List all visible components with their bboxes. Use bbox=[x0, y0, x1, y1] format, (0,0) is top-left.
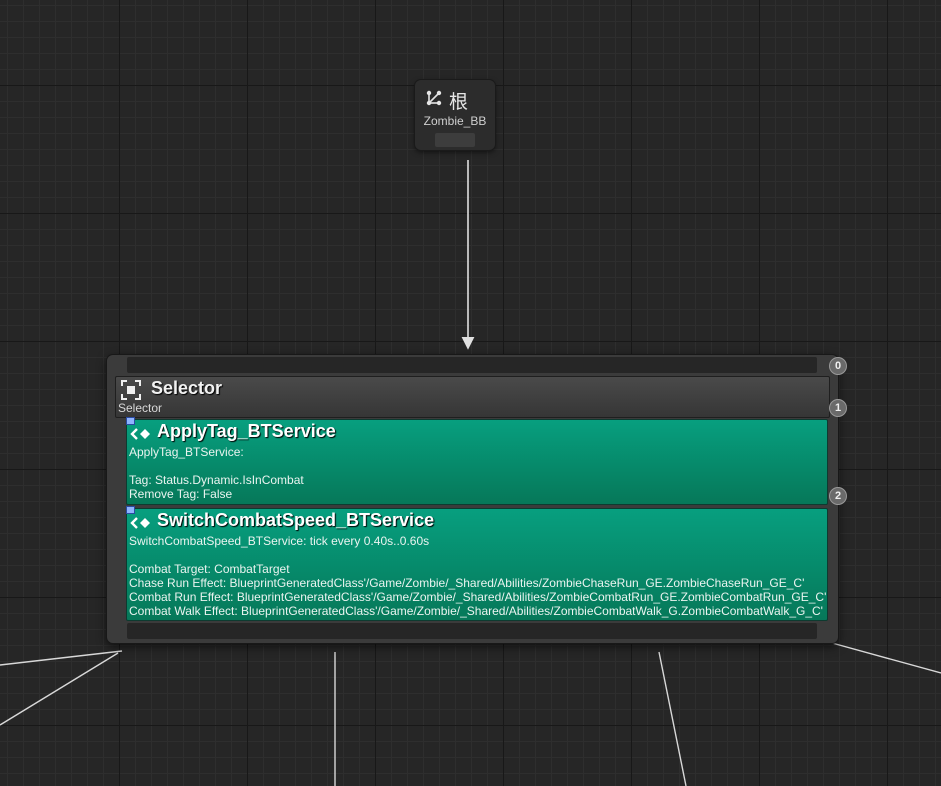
root-title: 根 bbox=[449, 91, 469, 113]
breakpoint-marker bbox=[126, 417, 135, 425]
service-apply-tag[interactable]: ApplyTag_BTService ApplyTag_BTService: T… bbox=[126, 417, 828, 505]
child-wire-1[interactable] bbox=[0, 650, 123, 666]
root-blackboard-label: Zombie_BB bbox=[423, 114, 487, 128]
execution-order-badge: 1 bbox=[829, 399, 847, 417]
child-wire-4[interactable] bbox=[658, 651, 687, 786]
root-output-pin[interactable] bbox=[435, 133, 475, 147]
selector-input-pin[interactable] bbox=[127, 357, 817, 373]
selector-node[interactable]: Selector Selector ApplyTag_BTService App… bbox=[107, 355, 838, 643]
execution-order-badge: 2 bbox=[829, 487, 847, 505]
service-title: SwitchCombatSpeed_BTService bbox=[157, 510, 435, 530]
root-node[interactable]: 根 Zombie_BB bbox=[415, 80, 495, 150]
execution-order-badge: 0 bbox=[829, 357, 847, 375]
service-switch-combat-speed[interactable]: SwitchCombatSpeed_BTService SwitchCombat… bbox=[126, 506, 828, 621]
child-wire-5[interactable] bbox=[831, 642, 941, 674]
child-wire-2[interactable] bbox=[0, 652, 119, 726]
selector-subtitle: Selector bbox=[118, 401, 163, 415]
service-title: ApplyTag_BTService bbox=[157, 421, 336, 441]
breakpoint-marker bbox=[126, 506, 135, 514]
root-title-row: 根 bbox=[425, 89, 469, 113]
selector-header[interactable]: Selector Selector bbox=[115, 376, 830, 418]
service-icon bbox=[130, 516, 152, 534]
service-description: ApplyTag_BTService: Tag: Status.Dynamic.… bbox=[129, 445, 304, 501]
root-tree-icon bbox=[425, 89, 443, 112]
service-description: SwitchCombatSpeed_BTService: tick every … bbox=[129, 534, 827, 618]
selector-output-pin[interactable] bbox=[127, 623, 817, 639]
selector-icon bbox=[120, 379, 142, 406]
service-icon bbox=[130, 427, 152, 445]
selector-title: Selector bbox=[151, 378, 223, 398]
